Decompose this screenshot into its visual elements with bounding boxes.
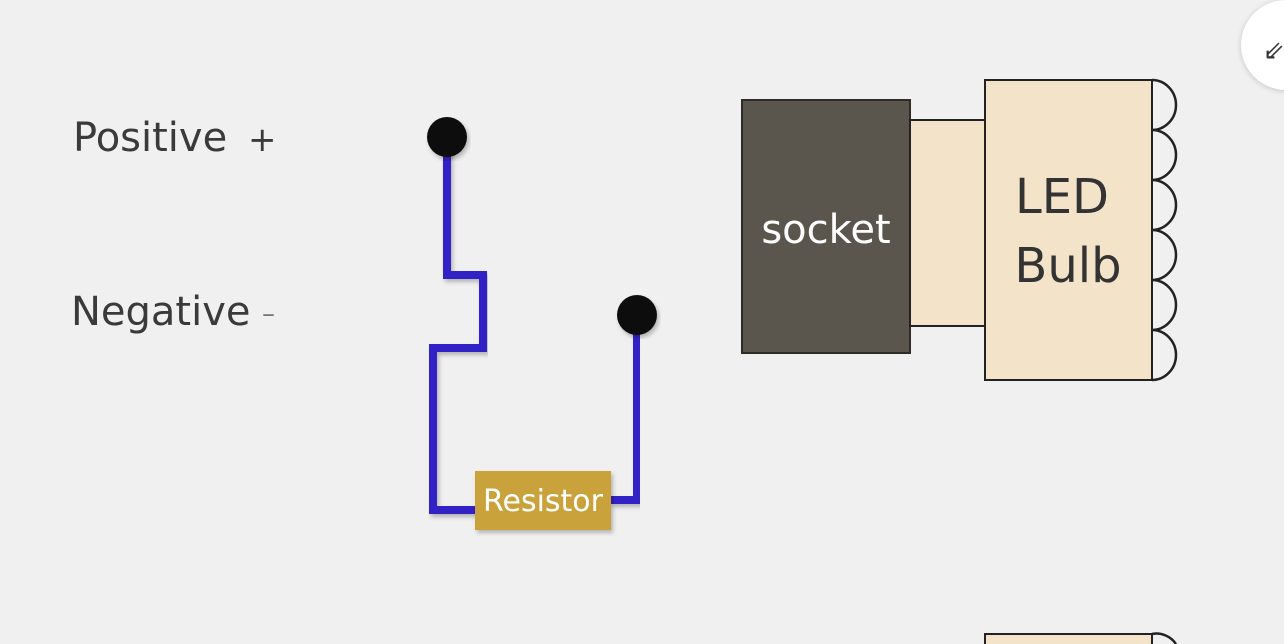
resistor-label: Resistor xyxy=(483,484,604,519)
negative-sign: – xyxy=(262,299,275,329)
led-bulb xyxy=(984,79,1153,381)
resistor xyxy=(475,471,611,530)
positive-label: Positive xyxy=(73,115,227,161)
second-bulb-partial xyxy=(984,633,1153,644)
negative-label: Negative xyxy=(71,289,251,335)
negative-junction-dot xyxy=(617,295,657,335)
positive-sign: + xyxy=(248,120,277,160)
socket-label: socket xyxy=(761,207,890,253)
second-bulb-scallop-partial xyxy=(1151,632,1178,644)
positive-junction-dot xyxy=(427,117,467,157)
resistor-return-wire xyxy=(610,315,641,504)
resistor-wire xyxy=(429,137,487,514)
socket xyxy=(741,99,911,354)
bulb-connector xyxy=(909,119,987,327)
led-bulb-scallops xyxy=(1151,78,1178,382)
led-bulb-label-line2: Bulb xyxy=(1014,238,1121,294)
expand-arrow-icon: ⇙ xyxy=(1263,36,1284,66)
led-bulb-label-line1: LED xyxy=(1015,169,1109,225)
